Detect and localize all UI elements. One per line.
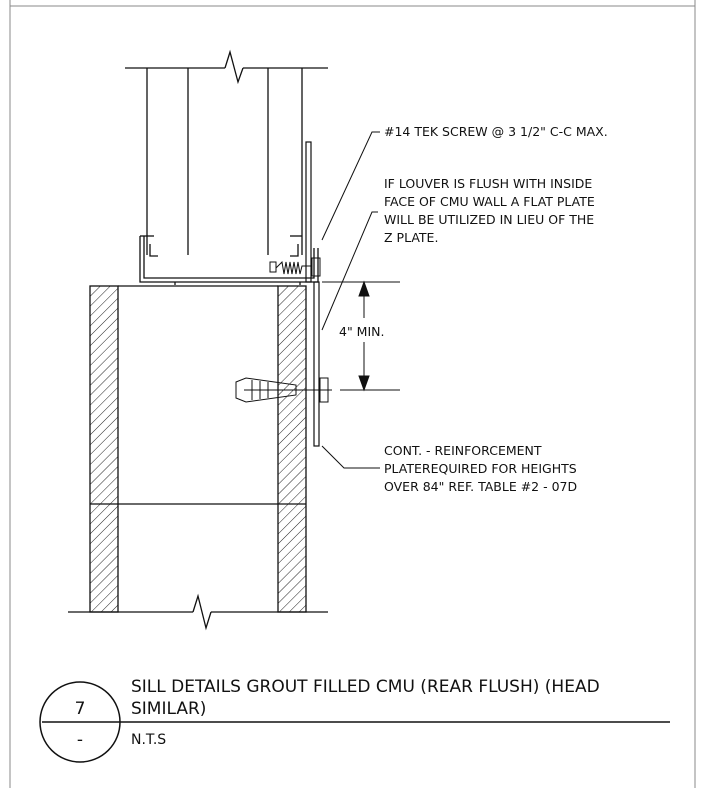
- flat-plate-line: IF LOUVER IS FLUSH WITH INSIDE: [384, 176, 592, 191]
- detail-title-line-1: SILL DETAILS GROUT FILLED CMU (REAR FLUS…: [131, 677, 600, 697]
- tek-screw: [269, 257, 321, 277]
- reinforcement-line: PLATEREQUIRED FOR HEIGHTS: [384, 461, 577, 476]
- dimension-label: 4" MIN.: [339, 324, 384, 339]
- cmu-wall: [68, 285, 328, 631]
- sheet-reference: -: [77, 730, 83, 750]
- z-plate: [305, 141, 320, 447]
- screw-callout: #14 TEK SCREW @ 3 1/2" C-C MAX.: [384, 124, 608, 139]
- flat-plate-line: WILL BE UTILIZED IN LIEU OF THE: [384, 212, 594, 227]
- louver-frame: [125, 49, 328, 285]
- reinforcement-line: OVER 84" REF. TABLE #2 - 07D: [384, 479, 577, 494]
- flat-plate-callout: IF LOUVER IS FLUSH WITH INSIDE FACE OF C…: [384, 176, 595, 245]
- reinforcement-line: CONT. - REINFORCEMENT: [384, 443, 542, 458]
- detail-number: 7: [75, 699, 86, 719]
- leader-lines: [321, 131, 380, 469]
- dimension-4-min: [322, 280, 400, 392]
- sheet-border: [9, 0, 696, 788]
- scale-label: N.T.S: [131, 732, 166, 748]
- wall-anchor: [235, 377, 332, 403]
- title-block: 7 - SILL DETAILS GROUT FILLED CMU (REAR …: [39, 677, 670, 763]
- flat-plate-line: Z PLATE.: [384, 230, 438, 245]
- flat-plate-line: FACE OF CMU WALL A FLAT PLATE: [384, 194, 595, 209]
- detail-title-line-2: SIMILAR): [131, 699, 206, 719]
- reinforcement-callout: CONT. - REINFORCEMENT PLATEREQUIRED FOR …: [384, 443, 577, 494]
